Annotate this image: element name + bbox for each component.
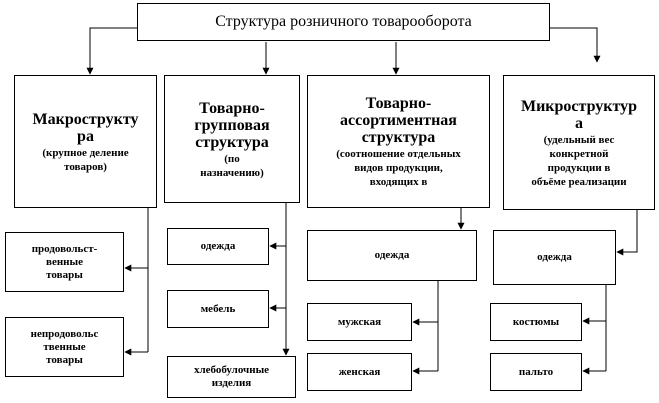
item-line: изделия bbox=[211, 377, 252, 389]
category-subtitle-line: (удельный вес bbox=[543, 133, 615, 146]
category-subtitle-line: объёме реализации bbox=[531, 175, 627, 188]
category-title-line: Макрострукту bbox=[32, 110, 139, 128]
arrow-title-to-macro bbox=[86, 27, 137, 75]
category-title-line: Микроструктур bbox=[520, 97, 638, 115]
item-line: товары bbox=[46, 268, 83, 281]
micro-item-coats: пальто bbox=[490, 353, 582, 391]
category-subtitle-line: (по bbox=[224, 152, 240, 165]
assortment-item-clothing: одежда bbox=[307, 230, 477, 281]
item-line: венные bbox=[46, 255, 83, 268]
category-title-line: а bbox=[575, 114, 583, 132]
diagram-title: Структура розничного товарооборота bbox=[215, 13, 472, 30]
item-line: пальто bbox=[518, 365, 554, 378]
item-line: костюмы bbox=[512, 315, 560, 328]
micro-item-suits: костюмы bbox=[490, 303, 582, 341]
category-assortment: Товарно- ассортиментная структура (соотн… bbox=[307, 75, 490, 208]
item-line: женская bbox=[338, 365, 381, 378]
micro-item-clothing: одежда bbox=[493, 230, 616, 285]
category-subtitle-line: входящих в bbox=[369, 176, 428, 188]
category-subtitle-line: видов продукции, bbox=[354, 162, 443, 174]
category-title-line: ассортиментная bbox=[340, 112, 457, 129]
category-title-line: ра bbox=[77, 127, 94, 145]
item-line: одежда bbox=[537, 251, 572, 263]
category-title-line: Товарно- bbox=[199, 99, 265, 117]
category-subtitle-line: товаров) bbox=[64, 160, 107, 173]
category-title-line: структура bbox=[195, 133, 269, 151]
title-box: Структура розничного товарооборота bbox=[137, 3, 550, 41]
item-line: одежда bbox=[374, 249, 410, 261]
group-item-bakery: хлебобулочные изделия bbox=[167, 356, 296, 398]
category-microstructure: Микроструктур а (удельный вес конкретной… bbox=[503, 75, 655, 210]
item-line: мебель bbox=[200, 302, 236, 315]
arrow-title-to-micro bbox=[550, 27, 601, 63]
category-product-group: Товарно- групповая структура (по назначе… bbox=[164, 75, 300, 203]
assortment-item-men: мужская bbox=[307, 303, 412, 341]
category-macrostructure: Макрострукту ра (крупное деление товаров… bbox=[14, 75, 157, 208]
macro-item-food: продовольст- венные товары bbox=[5, 232, 124, 292]
item-line: продовольст- bbox=[31, 242, 98, 255]
item-line: товары bbox=[46, 353, 83, 366]
category-subtitle-line: (крупное деление bbox=[42, 146, 129, 159]
arrow-micro-head bbox=[616, 210, 638, 256]
item-line: мужская bbox=[337, 315, 382, 328]
category-title-line: групповая bbox=[194, 116, 270, 134]
item-line: одежда bbox=[200, 240, 236, 252]
group-item-furniture: мебель bbox=[167, 290, 269, 328]
category-title-line: структура bbox=[361, 129, 436, 146]
assortment-item-women: женская bbox=[307, 353, 412, 391]
category-subtitle-line: (соотношение отдельных bbox=[336, 148, 461, 160]
category-title-line: Товарно- bbox=[365, 95, 432, 112]
category-subtitle-line: назначению) bbox=[200, 166, 264, 179]
group-item-clothing: одежда bbox=[167, 228, 269, 265]
item-line: твенные bbox=[43, 340, 86, 353]
category-subtitle-line: конкретной bbox=[549, 147, 609, 160]
macro-item-nonfood: непродовольс твенные товары bbox=[5, 317, 124, 377]
item-line: хлебобулочные bbox=[193, 364, 270, 376]
item-line: непродовольс bbox=[30, 327, 99, 340]
category-subtitle-line: продукции в bbox=[547, 161, 611, 174]
